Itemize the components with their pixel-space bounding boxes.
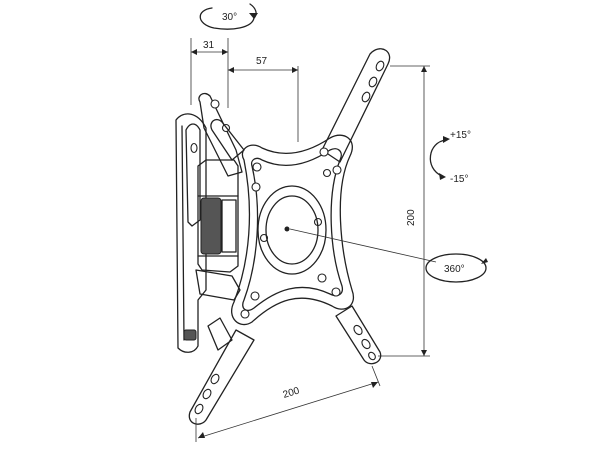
height-label: 200 [406,209,417,226]
swivel-angle-label: 30° [222,12,237,23]
width-label: 200 [282,385,302,401]
width-dimension: 200 [195,365,381,442]
tilt-up-label: +15° [450,130,471,141]
swivel-indicator: 30° [199,3,258,30]
height-dimension: 200 [378,65,430,357]
top-dimension-lines: 31 57 [190,38,299,142]
wall-plate [175,113,207,353]
central-plate [231,134,355,326]
offset-31-label: 31 [203,40,215,51]
rotation-indicator: 360° [289,228,488,283]
tilt-down-label: -15° [450,174,468,185]
rotation-angle-label: 360° [444,264,465,275]
offset-57-label: 57 [256,56,268,67]
tilt-indicator: +15° -15° [429,130,471,185]
mounting-arm [195,92,243,351]
vesa-rails [188,48,391,425]
